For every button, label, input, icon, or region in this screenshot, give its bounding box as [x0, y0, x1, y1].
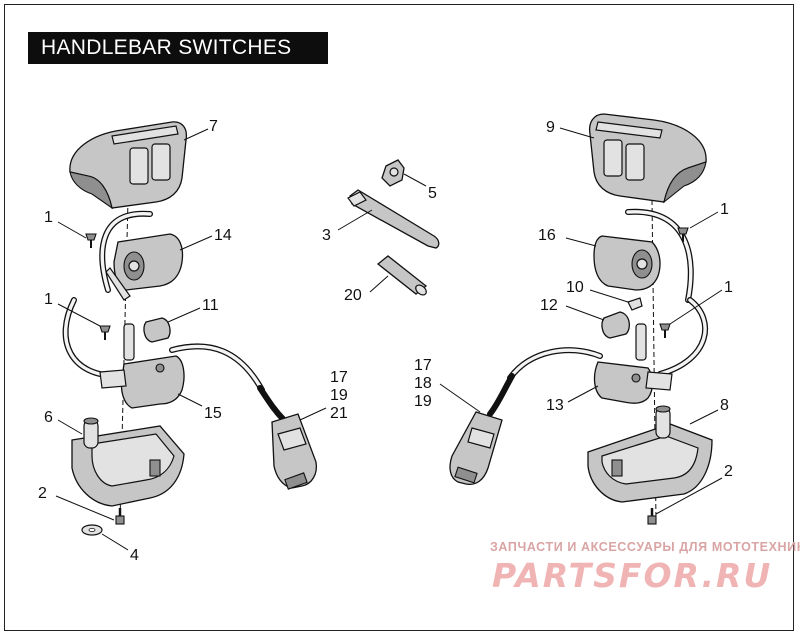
center-loose-parts: [347, 159, 440, 296]
callout-2-right: 2: [724, 463, 733, 480]
diagram-frame: [4, 4, 794, 631]
left-screw-upper: [85, 233, 97, 248]
left-small-switch: [143, 317, 171, 343]
callout-15: 15: [204, 405, 222, 422]
right-bottom-screw: [647, 508, 657, 525]
left-bottom-screw: [115, 508, 125, 525]
diagram-title: HANDLEBAR SWITCHES: [28, 32, 328, 64]
callout-19-right: 19: [414, 393, 432, 410]
callout-1-left-upper: 1: [44, 209, 53, 226]
wire-clip: [381, 159, 405, 187]
callout-20: 20: [344, 287, 362, 304]
callout-9: 9: [546, 119, 555, 136]
right-small-switch: [601, 311, 631, 339]
right-small-tab: [627, 297, 643, 311]
watermark-caption: ЗАПЧАСТИ И АКСЕССУАРЫ ДЛЯ МОТОТЕХНИКИ: [490, 540, 800, 554]
right-screw-lower: [659, 323, 671, 338]
right-connector: [449, 373, 515, 486]
callout-21: 21: [330, 405, 348, 422]
heat-shrink-sleeve: [376, 255, 428, 296]
callout-17-right: 17: [414, 357, 432, 374]
callout-1-left-lower: 1: [44, 291, 53, 308]
left-upper-housing: [69, 121, 188, 210]
callout-8: 8: [720, 397, 729, 414]
callout-11: 11: [202, 297, 219, 314]
left-upper-switch-module: [105, 233, 184, 301]
leader-lines: [55, 127, 723, 551]
left-screw-lower: [99, 325, 111, 340]
callout-12: 12: [540, 297, 558, 314]
callout-5: 5: [428, 185, 437, 202]
callout-16: 16: [538, 227, 556, 244]
callout-1-right-upper: 1: [720, 201, 729, 218]
callout-1-right-lower: 1: [724, 279, 733, 296]
right-lower-switch-module: [593, 361, 673, 404]
right-lower-housing: [587, 405, 713, 503]
left-connector: [257, 385, 318, 490]
callout-3: 3: [322, 227, 331, 244]
callout-6: 6: [44, 409, 53, 426]
callout-10: 10: [566, 279, 584, 296]
right-upper-switch-module: [593, 235, 661, 291]
left-lower-housing: [71, 417, 185, 507]
right-upper-housing: [588, 113, 707, 204]
callout-4: 4: [130, 547, 139, 564]
cable-tie: [347, 189, 440, 249]
callout-2-left: 2: [38, 485, 47, 502]
callout-14: 14: [214, 227, 232, 244]
left-switch-assembly: [62, 121, 318, 536]
right-switch-assembly: [449, 113, 713, 525]
callout-17-left: 17: [330, 369, 348, 386]
callout-labels: 7 14 1 1 11 15 6 2 4 5 3 20 17 19 21 17 …: [38, 118, 733, 564]
callout-19-left: 19: [330, 387, 348, 404]
callout-18: 18: [414, 375, 432, 392]
callout-7: 7: [209, 118, 218, 135]
callout-13: 13: [546, 397, 564, 414]
left-lower-switch-module: [99, 355, 185, 409]
right-screw-upper: [677, 227, 689, 242]
watermark-logo: PARTSFOR.RU: [492, 556, 773, 595]
